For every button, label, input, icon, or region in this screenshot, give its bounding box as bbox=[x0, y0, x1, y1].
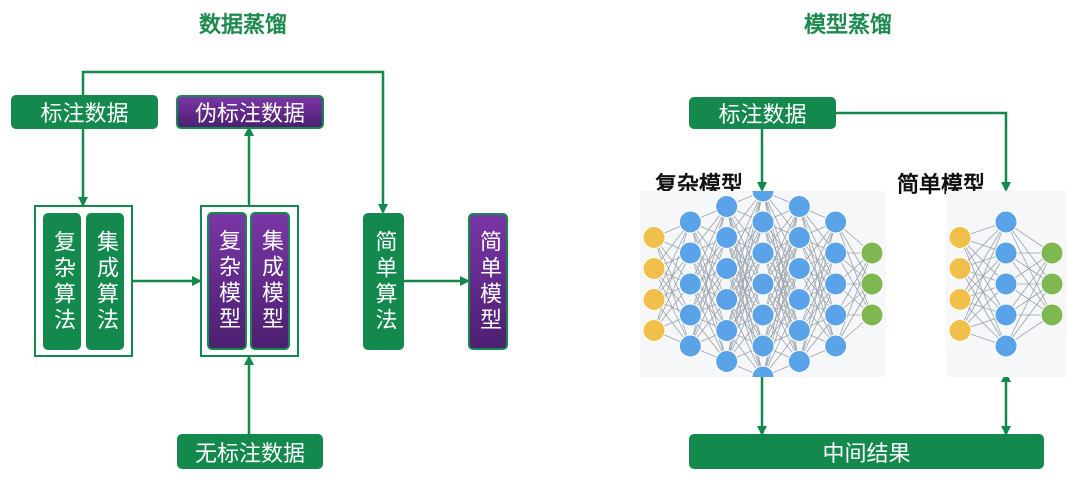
complex-net-input-node bbox=[642, 257, 666, 280]
simple-net-hidden-node bbox=[994, 303, 1018, 327]
labeled-data-box: 标注数据 bbox=[11, 95, 158, 129]
complex-net-hidden-node bbox=[787, 319, 811, 342]
complex-net-edge bbox=[835, 283, 873, 347]
complex-net-edge bbox=[653, 221, 691, 300]
ensemble-model-box: 集成模型 bbox=[250, 212, 290, 350]
complex-net-hidden-node bbox=[824, 334, 848, 358]
complex-net-hidden-node bbox=[715, 288, 739, 311]
complex-net-edge bbox=[798, 252, 837, 362]
complex-net-edge bbox=[689, 268, 728, 347]
complex-net-hidden-node bbox=[751, 272, 775, 296]
simple-net-input-node bbox=[948, 288, 972, 311]
complex-net-output-node bbox=[860, 303, 884, 327]
complex-net-output-node bbox=[860, 272, 884, 296]
unlabeled-data-box: 无标注数据 bbox=[177, 434, 323, 469]
complex-net-hidden-node bbox=[787, 350, 811, 373]
complex-net-edge bbox=[726, 191, 764, 300]
complex-net-edge bbox=[762, 206, 800, 285]
simple-net-output-node bbox=[1040, 241, 1064, 265]
complex-net-hidden-node bbox=[715, 195, 739, 218]
simple-net-input-node bbox=[948, 319, 972, 342]
complex-net-edge bbox=[689, 206, 728, 285]
complex-net-edge bbox=[726, 252, 764, 362]
complex-net-hidden-node bbox=[787, 195, 811, 218]
complex-net-edge bbox=[798, 283, 837, 362]
complex-net-edge bbox=[689, 237, 728, 347]
complex-net-input-node bbox=[642, 288, 666, 311]
complex-net-hidden-node bbox=[787, 257, 811, 280]
simple-algorithm-box: 简单算法 bbox=[363, 213, 404, 350]
data-distillation-title: 数据蒸馏 bbox=[199, 12, 288, 38]
simple-net-edge bbox=[1005, 252, 1053, 316]
complex-net-hidden-node bbox=[715, 257, 739, 280]
ensemble-algorithm-box: 集成算法 bbox=[86, 213, 124, 350]
complex-net-edge bbox=[835, 252, 873, 347]
complex-net-hidden-node bbox=[824, 210, 848, 234]
complex-net-edge bbox=[762, 206, 800, 316]
simple-net-edge bbox=[959, 221, 1007, 300]
complex-net-hidden-node bbox=[787, 288, 811, 311]
algorithm-group-frame bbox=[34, 205, 133, 357]
complex-net-output-node bbox=[860, 241, 884, 265]
complex-net-edge bbox=[762, 268, 800, 377]
simple-net-hidden-node bbox=[994, 272, 1018, 296]
simple-net-input-node bbox=[948, 257, 972, 280]
simple-net-input-node bbox=[948, 226, 972, 249]
complex-net-edge bbox=[726, 191, 764, 269]
complex-net-edge bbox=[653, 252, 691, 331]
complex-net-edge bbox=[653, 221, 691, 331]
complex-net-hidden-node bbox=[751, 241, 775, 265]
simple-neural-network bbox=[946, 191, 1066, 377]
complex-net-edge bbox=[762, 299, 800, 377]
simple-net-edge bbox=[1005, 283, 1053, 347]
complex-net-hidden-node bbox=[678, 241, 702, 265]
complex-net-hidden-node bbox=[824, 272, 848, 296]
simple-net-hidden-node bbox=[994, 334, 1018, 358]
complex-net-edge bbox=[835, 252, 873, 316]
complex-net-hidden-node bbox=[824, 303, 848, 327]
complex-net-hidden-node bbox=[678, 210, 702, 234]
complex-net-hidden-node bbox=[715, 350, 739, 373]
complex-net-hidden-node bbox=[751, 365, 775, 377]
model-distillation-title: 模型蒸馏 bbox=[804, 12, 893, 38]
simple-model-box: 简单模型 bbox=[468, 213, 508, 350]
pseudo-labeled-data-box: 伪标注数据 bbox=[176, 95, 324, 129]
complex-net-edge bbox=[726, 283, 764, 362]
complex-algorithm-box: 复杂算法 bbox=[43, 213, 81, 350]
complex-net-hidden-node bbox=[751, 191, 775, 203]
complex-net-edge bbox=[798, 221, 837, 331]
complex-net-hidden-node bbox=[824, 241, 848, 265]
model-group-frame bbox=[200, 205, 299, 357]
complex-net-hidden-node bbox=[678, 303, 702, 327]
complex-net-edge bbox=[798, 221, 837, 300]
complex-net-hidden-node bbox=[715, 319, 739, 342]
complex-net-edge bbox=[689, 206, 728, 316]
simple-net-edge bbox=[959, 252, 1007, 331]
simple-net-output-node bbox=[1040, 303, 1064, 327]
complex-net-hidden-node bbox=[751, 334, 775, 358]
simple-net-output-node bbox=[1040, 272, 1064, 296]
intermediate-result-box: 中间结果 bbox=[689, 434, 1044, 469]
simple-net-edge bbox=[1005, 252, 1053, 347]
complex-neural-network bbox=[640, 191, 886, 377]
complex-net-hidden-node bbox=[787, 226, 811, 249]
complex-net-hidden-node bbox=[715, 226, 739, 249]
complex-model-box: 复杂模型 bbox=[207, 212, 247, 350]
complex-net-hidden-node bbox=[751, 303, 775, 327]
complex-net-hidden-node bbox=[678, 272, 702, 296]
labeled-data-box-right: 标注数据 bbox=[689, 97, 836, 129]
simple-net-hidden-node bbox=[994, 210, 1018, 234]
complex-net-hidden-node bbox=[678, 334, 702, 358]
complex-net-hidden-node bbox=[751, 210, 775, 234]
simple-net-hidden-node bbox=[994, 241, 1018, 265]
simple-net-edge bbox=[959, 221, 1007, 331]
complex-net-input-node bbox=[642, 226, 666, 249]
labeled-to-simple-algo-line bbox=[81, 70, 388, 214]
labeled-to-simple-line bbox=[836, 111, 1011, 192]
complex-net-input-node bbox=[642, 319, 666, 342]
